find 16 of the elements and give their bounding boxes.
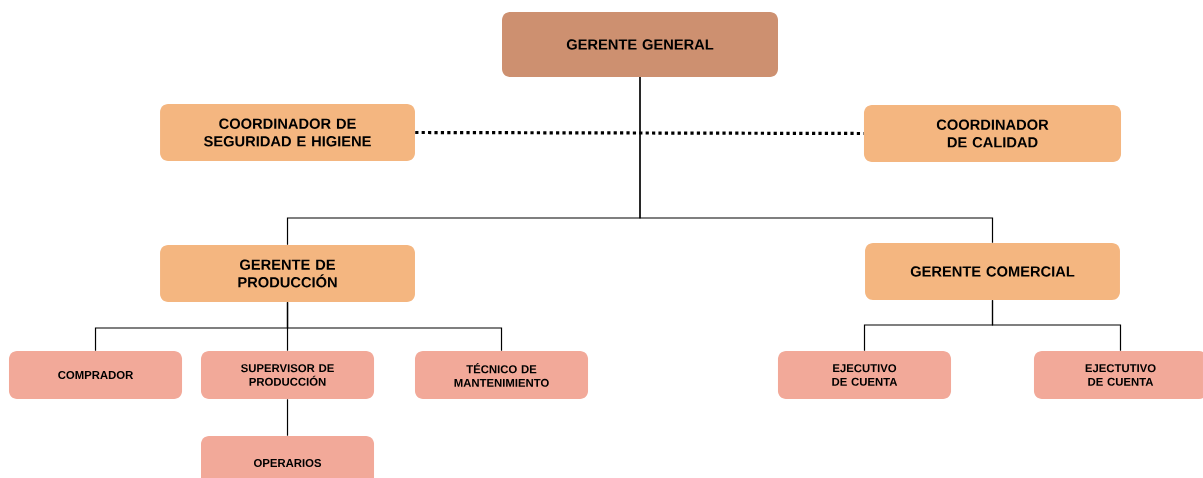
role-box: GERENTE COMERCIAL — [865, 242, 1120, 301]
top-box: GERENTE GENERAL — [502, 11, 778, 78]
role-box: EJECUTIVO DE CUENTA — [777, 351, 952, 399]
dotted-line — [415, 130, 864, 136]
role-box: SUPERVISOR DE PRODUCCIÓN — [201, 351, 375, 399]
role-box: COMPRADOR — [9, 351, 183, 399]
role-box: OPERARIOS — [201, 436, 375, 478]
role-box: COORDINADOR DE SEGURIDAD E HIGIENE — [160, 103, 415, 162]
connector-line — [286, 301, 503, 352]
connector-line — [639, 76, 994, 244]
role-box: EJECTUTIVO DE CUENTA — [1033, 351, 1203, 399]
connector-line — [991, 299, 1122, 352]
role-box: TÉCNICO DE MANTENIMIENTO — [415, 351, 589, 399]
role-box: COORDINADOR DE CALIDAD — [863, 104, 1122, 163]
connector-line — [286, 398, 289, 437]
role-box: GERENTE DE PRODUCCIÓN — [160, 244, 415, 303]
